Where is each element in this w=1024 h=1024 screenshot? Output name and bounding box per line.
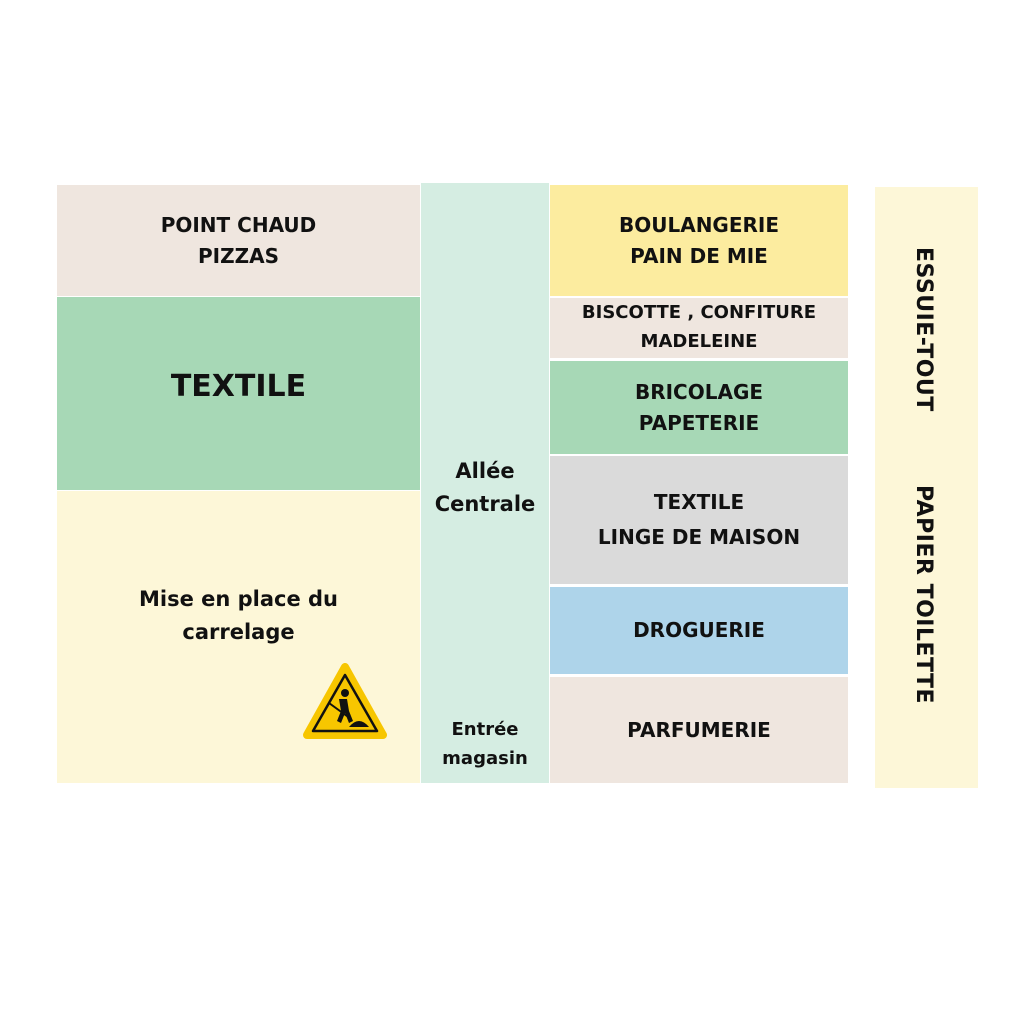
zone-biscotte: BISCOTTE , CONFITURE MADELEINE [550, 298, 848, 358]
zone-label: TEXTILE [170, 369, 307, 405]
zone-label: PAIN DE MIE [630, 243, 768, 268]
entrance-line: magasin [442, 747, 528, 769]
zone-essuie-tout: ESSUIE-TOUT [911, 247, 936, 412]
zone-bricolage: BRICOLAGE PAPETERIE [550, 361, 848, 454]
store-entrance: Entrée magasin [421, 716, 549, 774]
central-aisle: Allée Centrale Entrée magasin [421, 183, 549, 783]
zone-droguerie: DROGUERIE [550, 587, 848, 674]
aisle-label-line: Centrale [434, 491, 536, 516]
zone-label: TEXTILE [653, 490, 745, 514]
zone-label: MADELEINE [640, 331, 758, 352]
zone-label: PIZZAS [198, 243, 279, 268]
zone-label: BISCOTTE , CONFITURE [581, 302, 817, 324]
wall-shelf: ESSUIE-TOUT PAPIER TOILETTE [875, 187, 978, 788]
zone-label: POINT CHAUD [160, 212, 317, 237]
zone-point-chaud: POINT CHAUD PIZZAS [57, 185, 420, 296]
entrance-line: Entrée [451, 719, 519, 740]
zone-parfumerie: PARFUMERIE [550, 677, 848, 783]
zone-label: PARFUMERIE [627, 717, 771, 742]
zone-label: PAPETERIE [638, 410, 760, 435]
zone-textile: TEXTILE [57, 297, 420, 490]
zone-label: carrelage [182, 619, 295, 644]
zone-boulangerie: BOULANGERIE PAIN DE MIE [550, 185, 848, 296]
zone-label: LINGE DE MAISON [597, 525, 801, 549]
aisle-label: Allée Centrale [421, 455, 549, 520]
aisle-label-line: Allée [455, 459, 515, 483]
zone-textile-linge: TEXTILE LINGE DE MAISON [550, 456, 848, 584]
road-works-warning-icon [303, 663, 387, 739]
zone-label: BOULANGERIE [618, 212, 780, 237]
zone-label: DROGUERIE [633, 618, 765, 642]
zone-papier-toilette: PAPIER TOILETTE [911, 485, 936, 705]
zone-works: Mise en place du carrelage [57, 491, 420, 783]
zone-label: Mise en place du [138, 587, 339, 611]
zone-label: BRICOLAGE [634, 379, 764, 404]
